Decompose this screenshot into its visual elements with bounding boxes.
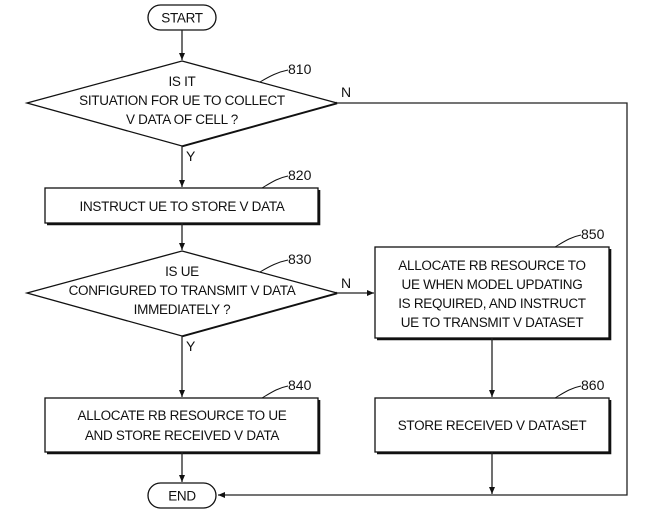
process-820-shadow xyxy=(47,190,321,226)
ref-leader-810 xyxy=(259,69,289,83)
process-850-line-2: UE WHEN MODEL UPDATING xyxy=(402,277,583,292)
process-840-line-2: AND STORE RECEIVED V DATA xyxy=(85,428,280,443)
ref-leader-860 xyxy=(554,385,582,399)
edge-label-810-yes: Y xyxy=(186,148,196,164)
process-820: INSTRUCT UE TO STORE V DATA 820 xyxy=(44,167,321,226)
decision-830-line-2: CONFIGURED TO TRANSMIT V DATA xyxy=(69,283,296,298)
process-850-shape xyxy=(374,246,610,339)
process-840: ALLOCATE RB RESOURCE TO UE AND STORE REC… xyxy=(44,377,321,455)
decision-810-line-2: SITUATION FOR UE TO COLLECT xyxy=(79,93,285,108)
edge-label-810-no: N xyxy=(341,84,351,100)
ref-number-820: 820 xyxy=(288,167,312,183)
decision-810-line-3: V DATA OF CELL ? xyxy=(126,112,238,127)
process-850-line-1: ALLOCATE RB RESOURCE TO xyxy=(398,258,585,273)
edge-810-no-to-end xyxy=(218,102,628,498)
process-840-shadow xyxy=(47,400,321,455)
process-860: STORE RECEIVED V DATASET 860 xyxy=(374,377,612,455)
ref-number-860: 860 xyxy=(581,377,605,393)
end-terminal: END xyxy=(147,482,217,509)
decision-830: IS UE CONFIGURED TO TRANSMIT V DATA IMME… xyxy=(24,250,340,338)
process-860-shadow xyxy=(377,400,612,455)
decision-830-line-3: IMMEDIATELY ? xyxy=(134,302,231,317)
end-label: END xyxy=(168,489,196,504)
process-860-shape xyxy=(374,397,610,453)
start-terminal: START xyxy=(147,4,217,31)
decision-810-line-1: IS IT xyxy=(168,74,195,89)
process-850-shadow xyxy=(377,249,612,341)
ref-leader-830 xyxy=(259,259,289,273)
end-shape xyxy=(147,482,217,509)
decision-830-line-1: IS UE xyxy=(165,264,199,279)
edge-label-830-no: N xyxy=(341,275,351,291)
ref-number-850: 850 xyxy=(581,226,605,242)
process-850: ALLOCATE RB RESOURCE TO UE WHEN MODEL UP… xyxy=(374,226,612,341)
process-820-line-1: INSTRUCT UE TO STORE V DATA xyxy=(80,199,285,214)
process-840-shape xyxy=(44,397,319,453)
ref-leader-840 xyxy=(261,385,289,399)
process-850-line-4: UE TO TRANSMIT V DATASET xyxy=(401,315,584,330)
process-850-line-3: IS REQUIRED, AND INSTRUCT xyxy=(398,296,586,311)
process-820-shape xyxy=(44,187,319,224)
decision-810: IS IT SITUATION FOR UE TO COLLECT V DATA… xyxy=(24,60,340,148)
process-860-line-1: STORE RECEIVED V DATASET xyxy=(398,418,587,433)
ref-leader-820 xyxy=(261,175,289,189)
ref-leader-850 xyxy=(554,234,582,248)
ref-number-810: 810 xyxy=(288,61,312,77)
start-label: START xyxy=(161,11,203,26)
ref-number-830: 830 xyxy=(288,251,312,267)
process-840-line-1: ALLOCATE RB RESOURCE TO UE xyxy=(77,408,286,423)
ref-number-840: 840 xyxy=(288,377,312,393)
edge-label-830-yes: Y xyxy=(186,338,196,354)
